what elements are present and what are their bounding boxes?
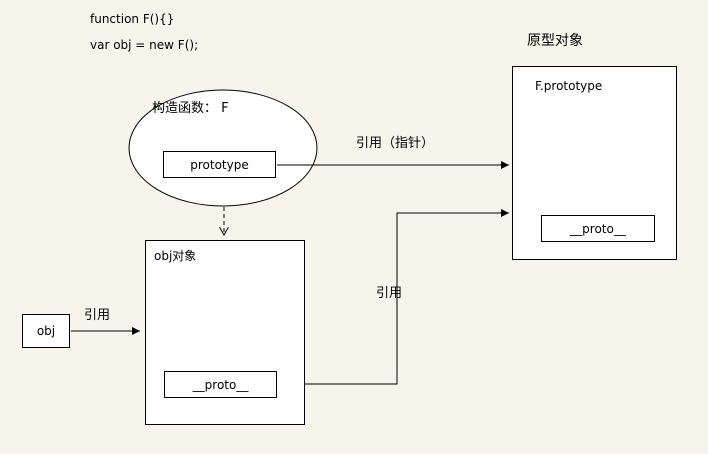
prototype-object-name: F.prototype (535, 79, 603, 93)
pointer-edge-label: 引用（指针） (356, 136, 435, 151)
obj-object-label: obj对象 (154, 249, 197, 263)
constructor-label: 构造函数： F (152, 101, 229, 116)
prototype-object-box: F.prototype __proto__ (512, 66, 677, 260)
code-line-1: function F(){} (90, 12, 175, 26)
prototype-object-proto-cell: __proto__ (541, 215, 655, 242)
obj-ref-edge-label: 引用 (84, 308, 111, 323)
code-line-2: var obj = new F(); (90, 38, 199, 52)
obj-var-box: obj (22, 314, 70, 348)
prototype-object-title: 原型对象 (527, 33, 583, 49)
proto-ref-edge-label: 引用 (376, 286, 403, 301)
constructor-prototype-cell: prototype (163, 151, 276, 178)
proto-reference-connector (277, 209, 509, 385)
obj-object-box: obj对象 __proto__ (145, 240, 305, 425)
obj-object-proto-cell: __proto__ (164, 371, 277, 398)
